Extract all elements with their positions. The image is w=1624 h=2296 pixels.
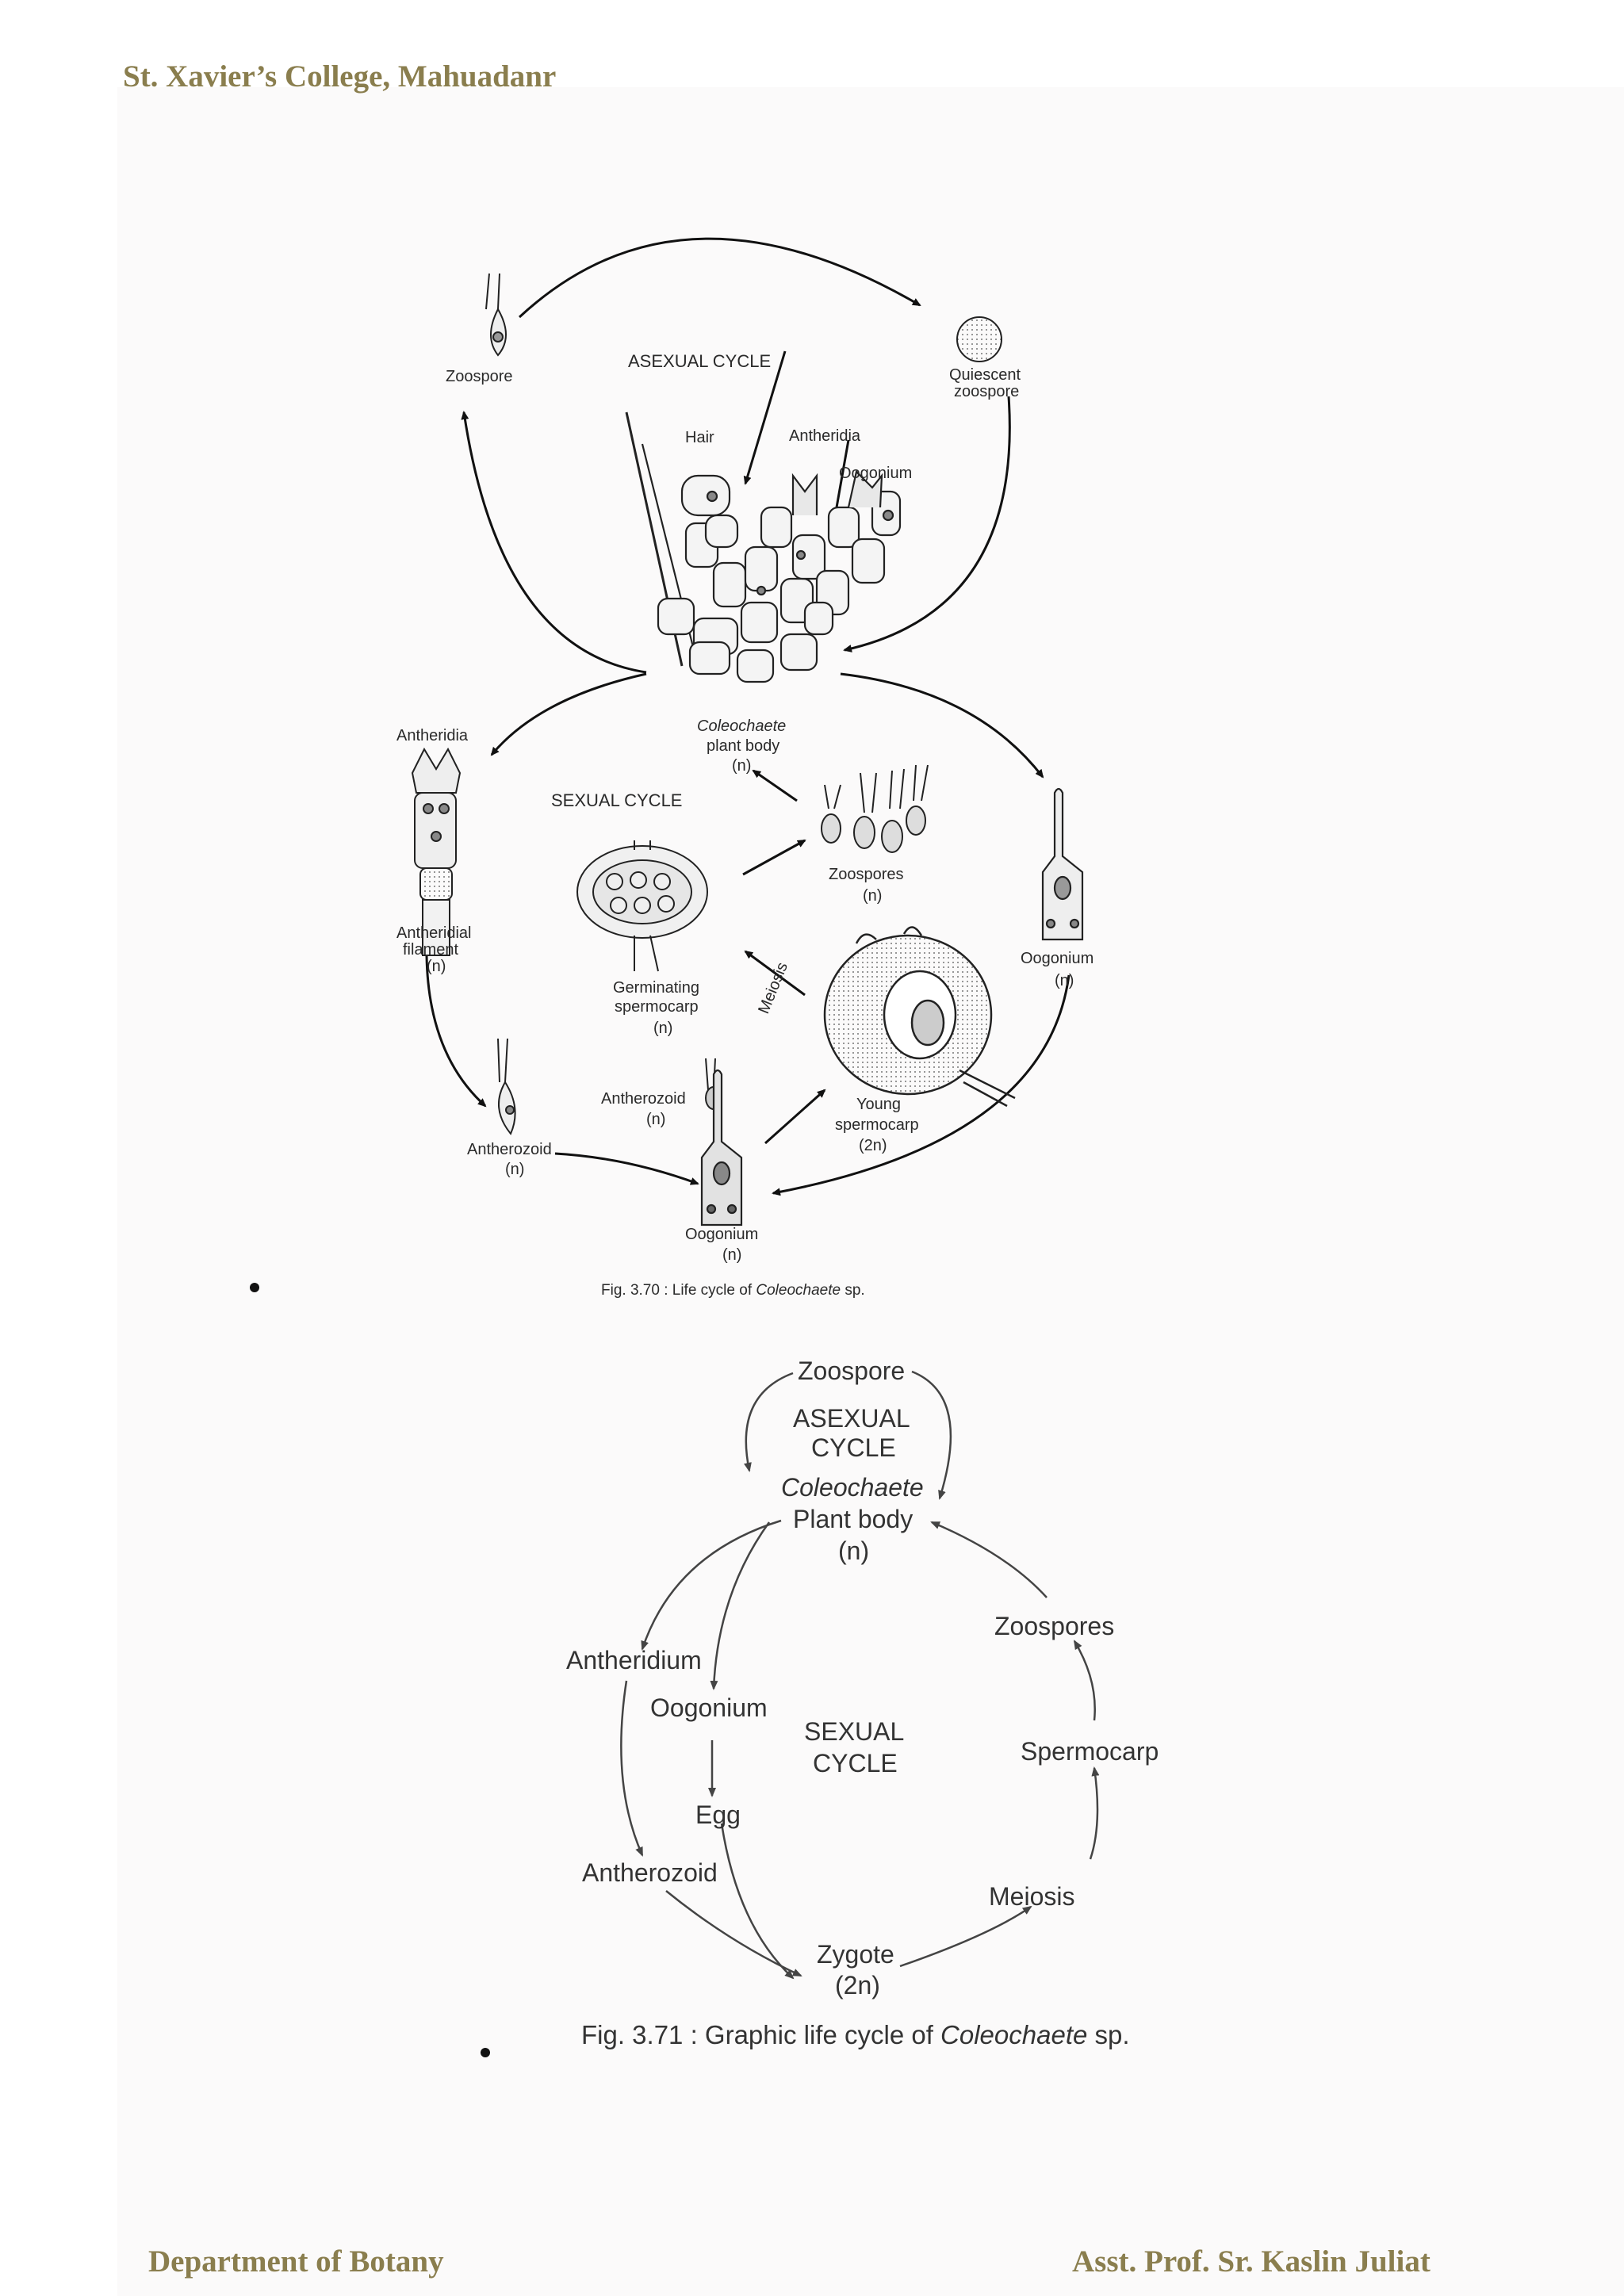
antheridia-drawing — [411, 747, 462, 956]
label-antherozoid-left-2: (n) — [505, 1161, 524, 1178]
g-zygote-2: (2n) — [835, 1971, 880, 1999]
label-asexual-cycle: ASEXUAL CYCLE — [628, 351, 771, 371]
label-plant-body-3: (n) — [732, 757, 751, 775]
label-young-1: Young — [856, 1096, 901, 1113]
g-egg: Egg — [695, 1800, 741, 1829]
label-quiescent-1: Quiescent — [949, 366, 1021, 384]
g-sexual-1: SEXUAL — [804, 1717, 904, 1746]
label-germinating-3: (n) — [653, 1020, 672, 1037]
g-zoospores: Zoospores — [994, 1612, 1114, 1640]
label-plant-body-1: Coleochaete — [697, 718, 786, 735]
page-header-title: St. Xavier’s College, Mahuadanr — [123, 59, 557, 94]
g-plant-1: Coleochaete — [781, 1473, 924, 1502]
list-bullet-1 — [250, 1283, 259, 1292]
footer-department: Department of Botany — [148, 2244, 444, 2279]
label-antheridial-1: Antheridial — [396, 924, 472, 942]
zoospore-drawing — [485, 273, 507, 357]
label-sexual-cycle: SEXUAL CYCLE — [551, 790, 682, 810]
label-oogonium-bottom-2: (n) — [722, 1246, 741, 1264]
label-oogonium-top: Oogonium — [839, 465, 912, 482]
g-asexual-1: ASEXUAL — [793, 1404, 910, 1433]
zoospores-drawing — [821, 764, 929, 853]
young-spermocarp-drawing — [823, 926, 1016, 1108]
label-hair: Hair — [685, 429, 714, 446]
scanned-page-background — [117, 87, 1624, 2296]
label-quiescent-2: zoospore — [954, 383, 1019, 400]
g-antheridium: Antheridium — [566, 1646, 702, 1674]
label-oogonium-right-1: Oogonium — [1021, 950, 1094, 967]
list-bullet-2 — [481, 2048, 490, 2057]
label-young-2: spermocarp — [835, 1116, 919, 1134]
label-antheridial-3: (n) — [427, 958, 446, 975]
g-zoospore: Zoospore — [798, 1357, 905, 1385]
label-zoospore: Zoospore — [446, 368, 513, 385]
label-antheridia-left: Antheridia — [396, 727, 469, 744]
label-germinating-2: spermocarp — [615, 998, 699, 1016]
label-young-3: (2n) — [859, 1137, 887, 1154]
figure2-caption: Fig. 3.71 : Graphic life cycle of Coleoc… — [581, 2020, 1130, 2049]
g-oogonium: Oogonium — [650, 1693, 768, 1722]
oogonium-bottom-drawing — [700, 1069, 743, 1226]
plant-body-drawing — [625, 411, 902, 683]
label-antheridia-top: Antheridia — [789, 427, 861, 445]
footer-author: Asst. Prof. Sr. Kaslin Juliat — [1072, 2244, 1431, 2279]
g-plant-2: Plant body — [793, 1505, 913, 1533]
label-antherozoid-mid-2: (n) — [646, 1111, 665, 1128]
g-zygote-1: Zygote — [817, 1940, 894, 1969]
g-asexual-2: CYCLE — [811, 1433, 896, 1462]
label-antheridial-2: filament — [403, 941, 458, 959]
germinating-spermocarp-drawing — [576, 840, 708, 972]
label-plant-body-2: plant body — [707, 737, 779, 755]
label-oogonium-bottom-1: Oogonium — [685, 1226, 758, 1243]
g-antherozoid: Antherozoid — [582, 1858, 718, 1887]
g-spermocarp: Spermocarp — [1021, 1737, 1159, 1766]
oogonium-right-drawing — [1041, 787, 1084, 941]
g-plant-3: (n) — [838, 1536, 869, 1565]
figure1-caption: Fig. 3.70 : Life cycle of Coleochaete sp… — [601, 1282, 865, 1299]
label-germinating-1: Germinating — [613, 979, 699, 997]
label-zoospores-1: Zoospores — [829, 866, 904, 883]
label-zoospores-2: (n) — [863, 887, 882, 905]
g-sexual-2: CYCLE — [813, 1749, 898, 1777]
label-antherozoid-left-1: Antherozoid — [467, 1141, 552, 1158]
g-meiosis: Meiosis — [989, 1882, 1074, 1911]
label-oogonium-right-2: (n) — [1055, 972, 1074, 989]
label-antherozoid-mid-1: Antherozoid — [601, 1090, 686, 1108]
